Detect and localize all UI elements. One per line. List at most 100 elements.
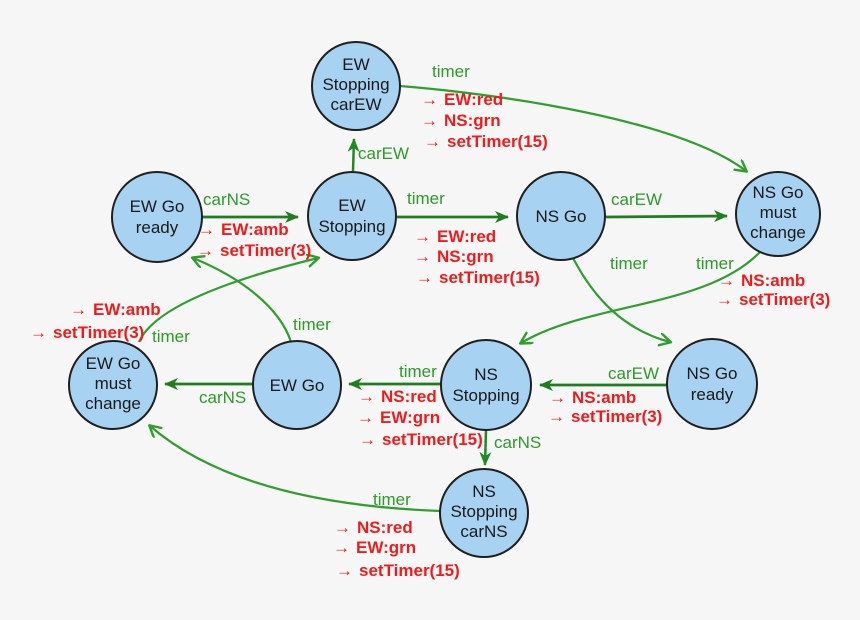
event-label-timer: timer: [399, 362, 437, 381]
action-text: NS:red: [357, 518, 413, 537]
action-label: →EW:grn: [333, 538, 416, 557]
state-label-line: Stopping: [318, 217, 385, 236]
state-label-line: EW Go: [86, 354, 141, 373]
action-label: →setTimer(3): [30, 323, 144, 342]
action-arrow-icon: →: [30, 323, 47, 342]
event-label-timer: timer: [696, 254, 734, 273]
transition-ns-go-to-ns-go-must-change: [605, 210, 728, 223]
state-label-line: Stopping: [322, 75, 389, 94]
action-text: setTimer(15): [382, 430, 483, 449]
action-label: → NS:grn: [414, 247, 494, 266]
action-text: EW:red: [444, 90, 503, 109]
state-ew-stopping: EW Stopping: [307, 171, 397, 261]
state-circle-ew-go-ready: [111, 171, 203, 263]
action-arrow-icon: →: [70, 300, 87, 319]
transition-ns-stopping-to-ns-stopping-carns: [479, 429, 492, 466]
state-ns-stopping: NS Stopping: [440, 339, 532, 431]
state-ew-go: EW Go: [252, 340, 342, 430]
action-label: → NS:grn: [421, 111, 501, 130]
action-arrow-icon: →: [716, 290, 733, 309]
action-arrow-icon: →: [549, 388, 566, 407]
action-label: → NS:red: [334, 518, 413, 537]
transition-ns-go-must-change-to-ns-stopping: [521, 251, 761, 343]
event-label-timer: timer: [293, 315, 331, 334]
action-text: NS:red: [381, 387, 437, 406]
transition-ew-stopping-to-ew-stopping-carew: [347, 138, 360, 172]
action-text: EW:red: [437, 227, 496, 246]
transition-ns-stopping-carns-to-ew-go-must-change: [150, 426, 441, 513]
action-arrow-icon: →: [357, 408, 374, 427]
action-arrow-icon: →: [718, 271, 735, 290]
action-arrow-icon: →: [548, 407, 565, 426]
state-circle-ns-stopping: [440, 339, 532, 431]
event-label-carNS: carNS: [494, 433, 541, 452]
state-circle-ew-stopping-carew: [311, 41, 401, 131]
action-label: → setTimer(15): [424, 132, 548, 151]
action-label: → EW:grn: [357, 408, 440, 427]
action-text: setTimer(15): [439, 268, 540, 287]
action-label: → EW:red: [414, 227, 496, 246]
action-arrow-icon: →: [358, 387, 375, 406]
action-arrow-icon: →: [197, 241, 214, 260]
state-label-line: EW: [342, 55, 369, 74]
state-circle-ew-go-must-change: [68, 340, 158, 430]
action-arrow-icon: →: [414, 227, 431, 246]
state-label-line: carNS: [460, 522, 507, 541]
action-arrow-icon: →: [333, 538, 350, 557]
state-label-line: NS Go: [535, 207, 586, 226]
action-label: →setTimer(3): [548, 407, 662, 426]
event-label-carEW: carEW: [611, 190, 662, 209]
state-circle-ns-stopping-carns: [439, 468, 529, 558]
state-circle-ns-go-ready: [666, 338, 758, 430]
action-label: → setTimer(15): [359, 430, 483, 449]
state-label-line: EW Go: [130, 197, 185, 216]
action-text: EW:grn: [380, 408, 440, 427]
event-label-timer: timer: [373, 490, 411, 509]
state-label-line: NS: [474, 365, 498, 384]
action-arrow-icon: →: [359, 430, 376, 449]
state-ns-go: NS Go: [516, 171, 606, 261]
state-label-line: must: [760, 203, 797, 222]
action-label: → EW:amb: [198, 220, 289, 239]
action-label: → setTimer(3): [197, 241, 311, 260]
event-label-timer: timer: [152, 327, 190, 346]
state-label-line: EW Go: [270, 376, 325, 395]
action-label: → NS:red: [358, 387, 437, 406]
action-arrow-icon: →: [421, 111, 438, 130]
action-text: NS:amb: [741, 271, 805, 290]
state-circle-ew-go: [252, 340, 342, 430]
state-label-line: carEW: [331, 95, 382, 114]
action-arrow-icon: →: [198, 220, 215, 239]
state-label-line: Stopping: [452, 386, 519, 405]
edge-labels-layer: carNS→EW:amb→setTimer(3)carEWtimer→EW:re…: [30, 62, 830, 580]
action-text: setTimer(3): [220, 241, 311, 260]
action-arrow-icon: →: [424, 132, 441, 151]
state-label-line: NS: [472, 482, 496, 501]
action-text: EW:amb: [93, 300, 161, 319]
action-label: →EW:red: [421, 90, 503, 109]
state-label-line: EW: [338, 196, 365, 215]
transition-ew-stopping-carew-to-ns-go-must-change: [399, 84, 746, 171]
action-text: NS:grn: [444, 111, 501, 130]
state-label-line: NS Go: [752, 183, 803, 202]
action-arrow-icon: →: [414, 247, 431, 266]
action-arrow-icon: →: [334, 518, 351, 537]
state-label-line: change: [85, 394, 141, 413]
event-label-carNS: carNS: [203, 190, 250, 209]
action-text: setTimer(15): [447, 132, 548, 151]
action-text: EW:amb: [221, 220, 289, 239]
event-label-timer: timer: [407, 189, 445, 208]
action-label: →NS:amb: [549, 388, 636, 407]
action-text: setTimer(15): [359, 561, 460, 580]
action-label: →setTimer(15): [416, 268, 540, 287]
action-text: NS:grn: [437, 247, 494, 266]
state-label-line: ready: [691, 385, 734, 404]
action-label: →setTimer(3): [716, 290, 830, 309]
event-label-carEW: carEW: [608, 364, 659, 383]
transition-ew-go-to-ew-go-ready: [193, 258, 293, 343]
